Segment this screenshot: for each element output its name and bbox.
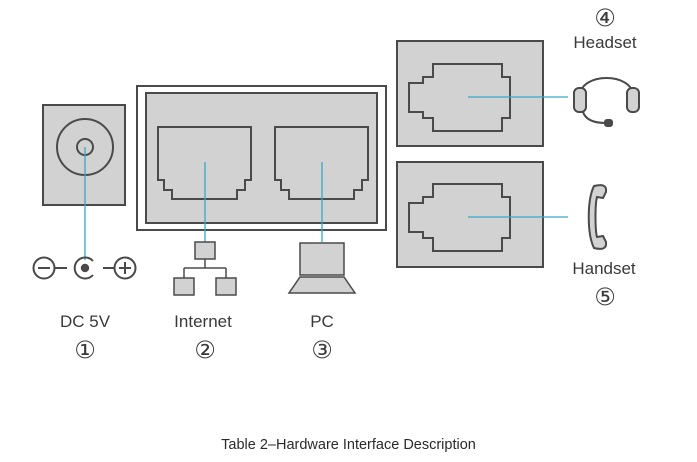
headset-label: Headset [573, 33, 637, 52]
network-icon [173, 241, 237, 296]
laptop-icon [287, 242, 357, 294]
headset-icon [573, 77, 640, 127]
handset-number: ⑤ [594, 283, 616, 311]
figure-caption: Table 2–Hardware Interface Description [221, 437, 476, 453]
headset-port [396, 40, 544, 147]
dc-power-jack [42, 104, 126, 206]
handset-port [396, 161, 544, 268]
pc-label: PC [310, 312, 334, 331]
dc-label: DC 5V [59, 312, 111, 331]
dc-number: ① [74, 336, 96, 364]
internet-number: ② [194, 336, 216, 364]
handset-label: Handset [572, 259, 636, 278]
internet-label: Internet [174, 312, 232, 331]
leader-lines [84, 96, 568, 260]
headset-number: ④ [594, 4, 616, 32]
dc-polarity-icon [32, 256, 137, 280]
pc-number: ③ [311, 336, 333, 364]
handset-icon [587, 184, 608, 250]
